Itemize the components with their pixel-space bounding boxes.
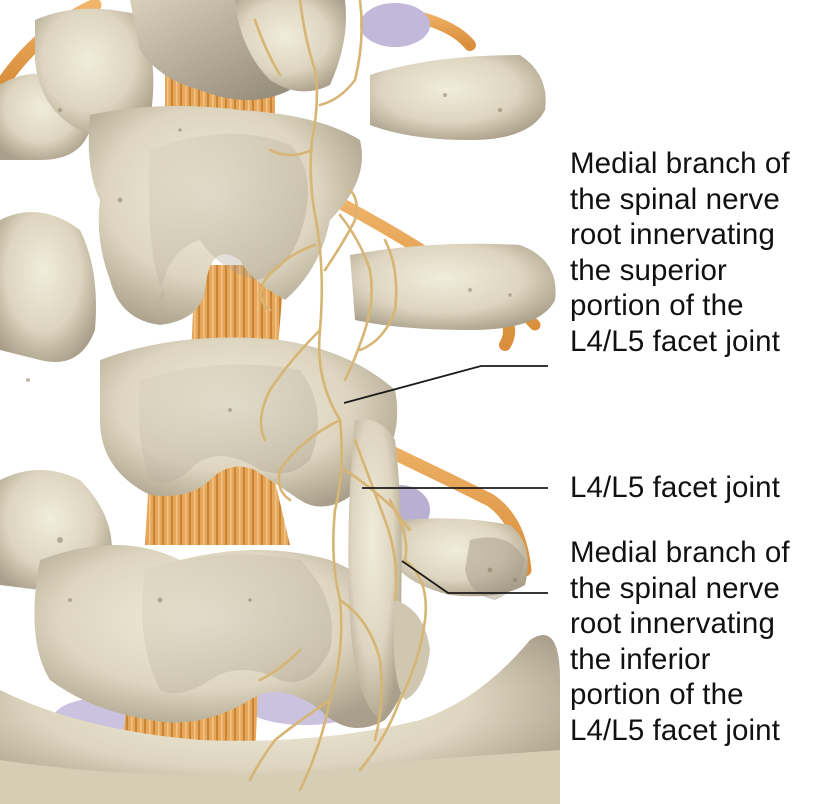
label-line: portion of the [570,289,744,322]
leader-line-superior-medial-branch [343,365,548,404]
label-superior-medial-branch: Medial branch of the spinal nerve root i… [570,146,790,359]
label-line: Medial branch of [570,147,790,180]
label-facet-joint: L4/L5 facet joint [570,470,780,506]
label-line: the inferior [570,642,711,676]
label-line: L4/L5 facet joint [570,471,780,504]
medial-branch-nerves [248,0,428,792]
label-line: portion of the [570,678,744,711]
label-inferior-medial-branch: Medial branch of the spinal nerve root i… [570,535,790,748]
leader-line-inferior-medial-branch [401,560,548,594]
label-line: root innervating [570,607,775,640]
label-line: L4/L5 facet joint [570,324,780,358]
leader-lines [343,365,548,594]
label-line: Medial branch of [570,536,790,569]
label-line: L4/L5 facet joint [570,713,780,747]
label-line: the spinal nerve [570,182,780,216]
label-line: the spinal nerve [570,571,780,605]
label-line: root innervating [570,218,775,251]
vertebrae [0,0,560,804]
label-line: the superior [570,253,727,287]
